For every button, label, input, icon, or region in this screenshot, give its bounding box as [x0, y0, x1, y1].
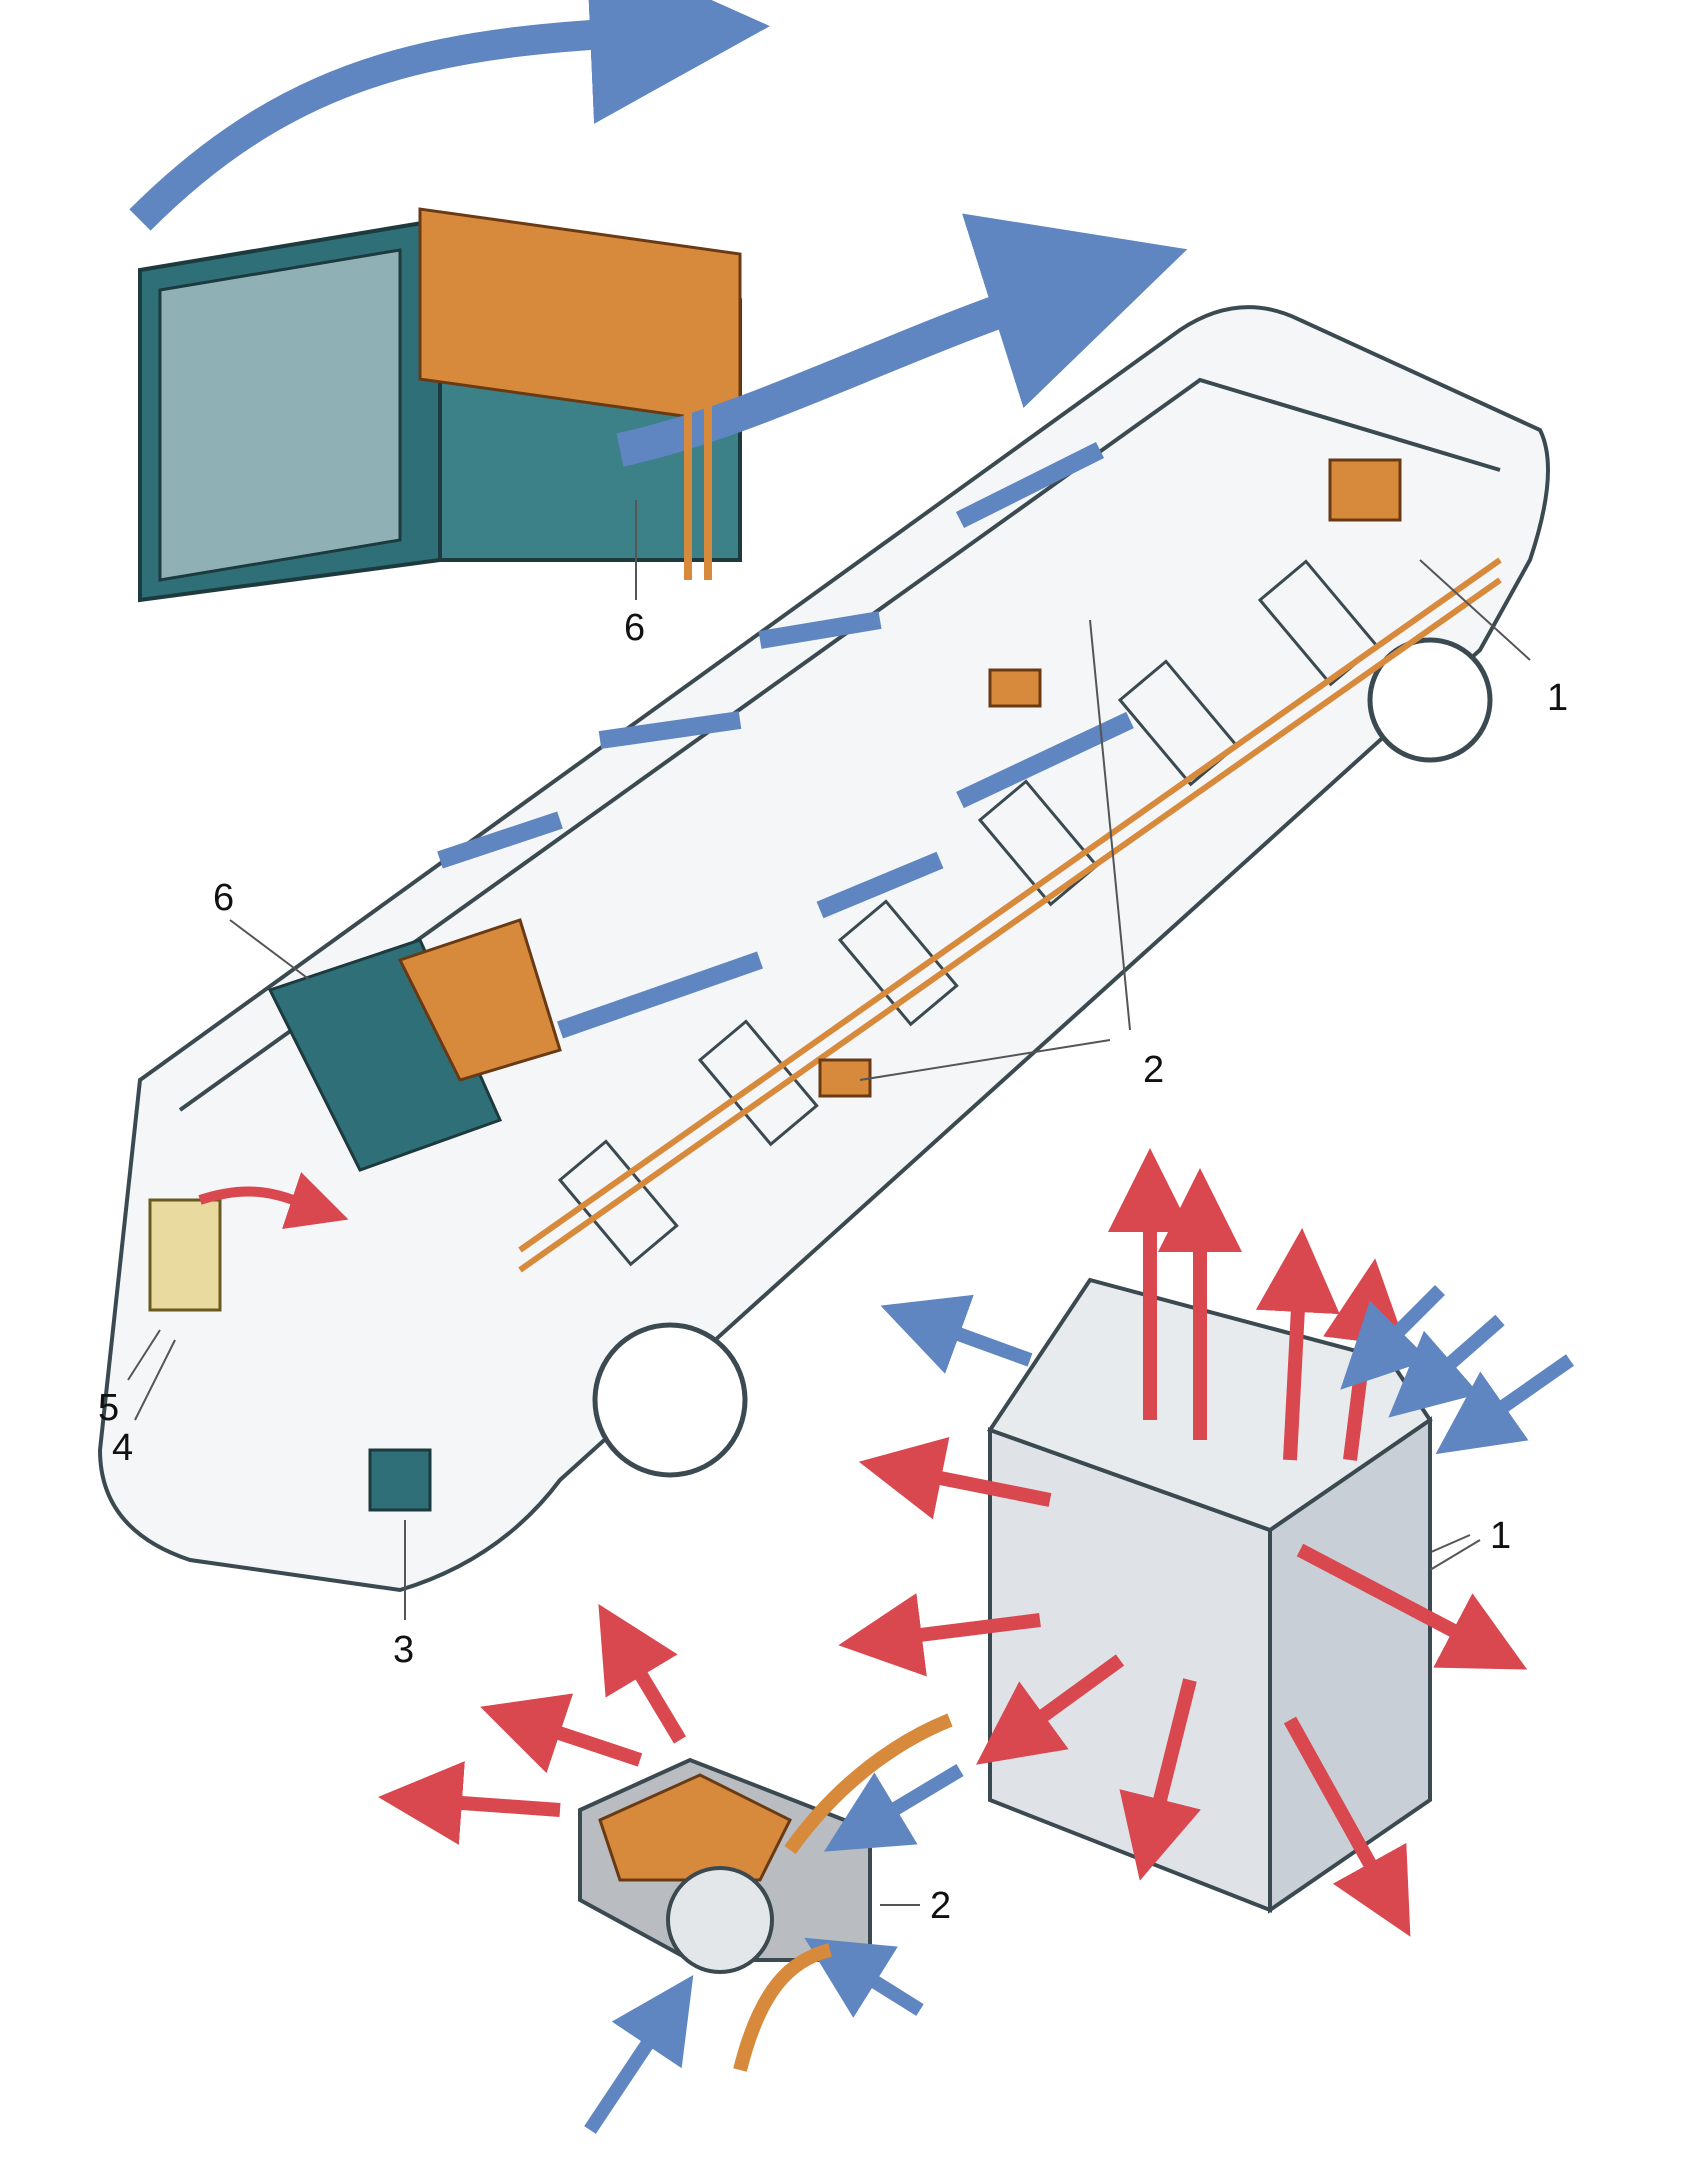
floor-heater-detail	[378, 1603, 964, 2134]
callout-label-6-top: 6	[624, 607, 645, 649]
callout-label-5: 5	[98, 1387, 119, 1429]
callout-label-1-right: 1	[1547, 677, 1568, 719]
compressor	[368, 1448, 432, 1512]
cold-air-arrows	[880, 1285, 1575, 1455]
rooftop-ac-unit-detail	[129, 0, 1188, 603]
callout-label-4: 4	[112, 1427, 133, 1469]
callout-label-2-detail: 2	[930, 1885, 951, 1927]
wall-heater-detail	[838, 1148, 1575, 1937]
front-wheel	[1367, 637, 1493, 763]
floor-heater	[818, 1058, 872, 1098]
front-heater	[1328, 458, 1402, 522]
callout-label-1-detail: 1	[1490, 1515, 1511, 1557]
interior-air-flow-arrows	[437, 441, 1134, 1039]
hot-air-arrows	[838, 1148, 1528, 1937]
callout-label-2-mid: 2	[1143, 1049, 1164, 1091]
engine-heat-exchanger	[148, 1198, 222, 1312]
bus-body	[97, 305, 1550, 1593]
callout-label-3: 3	[393, 1629, 414, 1671]
heating-pipe	[518, 557, 1502, 1253]
callout-label-6-left: 6	[213, 877, 234, 919]
rear-wheel	[592, 1322, 748, 1478]
cold-air-flow-arrow	[129, 0, 770, 231]
floor-heater	[988, 668, 1042, 708]
cold-air-flow-arrow	[616, 213, 1188, 467]
